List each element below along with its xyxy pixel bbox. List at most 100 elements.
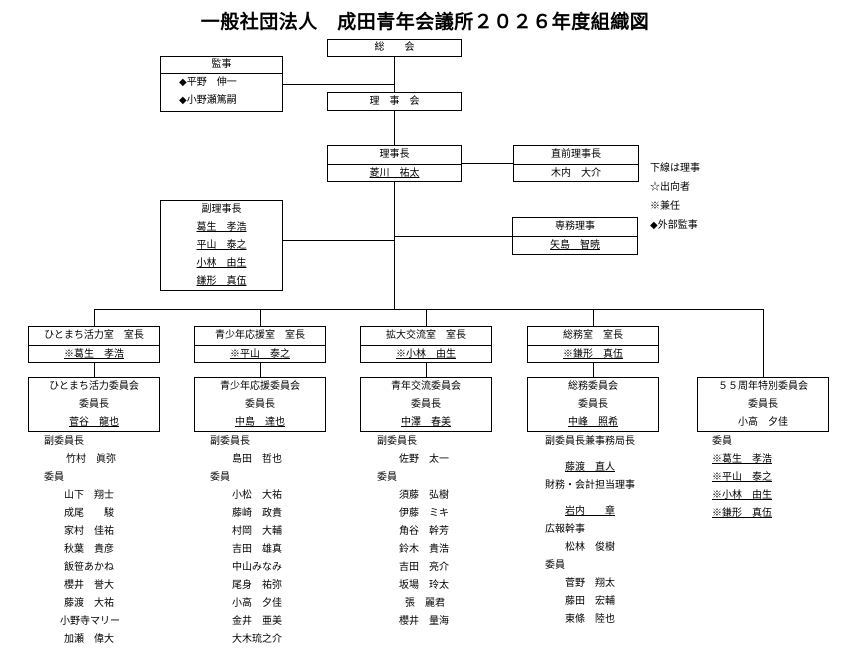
office-title: 拡大交流室 室長 [386,330,466,341]
member-name: 金井 亜美 [232,616,282,627]
office-head: ※平山 泰之 [230,348,290,360]
committee-chair-label: 委員長 [245,399,275,410]
member-name: ※葛生 孝浩 [712,454,772,465]
member-name: 東條 陸也 [565,614,615,625]
member-section-label: 委員 [377,472,397,483]
member-name: 張 麗君 [405,598,445,609]
member-name: 秋葉 貴彦 [64,544,114,555]
president-box: 理事長 菱川 祐太 [327,145,462,182]
legend-item: ※兼任 [650,201,680,212]
member-name: 吉田 雄真 [232,544,282,555]
branch-line-1 [94,309,95,326]
member-section-label: 委員 [44,472,64,483]
committee-chair-label: 委員長 [748,399,778,410]
executive-director-box: 専務理事 矢島 智暁 [512,217,638,255]
past-president-connector-line [462,163,513,164]
committee-chair-label: 委員長 [411,399,441,410]
legend: 下線は理事 ☆出向者 ※兼任 ◆外部監事 [650,164,700,240]
board-box: 理 事 会 [327,92,462,111]
auditor-2: ◆小野瀬篤嗣 [179,95,237,106]
member-name: 菅野 翔太 [565,578,615,589]
member-name: 飯笹あかね [64,562,114,573]
past-president-role: 直前理事長 [551,149,601,160]
vice-presidents-box: 副理事長 葛生 孝浩 平山 泰之 小林 由生 鎌形 真伍 [160,200,283,291]
member-name: 竹村 眞弥 [66,454,116,465]
branch-line-5 [763,309,764,377]
vice-presidents-heading: 副理事長 [201,204,242,215]
committee-chair-name: 菅谷 龍也 [69,416,119,428]
auditors-box: 監事 ◆平野 伸一 ◆小野瀬篤嗣 [160,56,283,112]
committee-box: ５５周年特別委員会 委員長 小高 夕佳 [697,377,829,432]
member-name: 佐野 太一 [399,454,449,465]
member-section-label: 委員 [210,472,230,483]
committee-box: ひとまち活力委員会 委員長 菅谷 龍也 [28,377,160,432]
member-name: 櫻井 誉大 [64,580,114,591]
member-name: 吉田 亮介 [399,562,449,573]
committee-members: 副委員長兼事務局長 藤渡 直人 財務・会計担当理事 岩内 章 広報幹事 松林 俊… [545,437,635,633]
auditor-connector-line [283,84,394,85]
committee-members: 副委員長 島田 哲也 委員 小松 大祐 藤崎 政貴 村岡 大輔 吉田 雄真 中山… [210,437,282,653]
member-section-label: 副委員長兼事務局長 [545,436,635,447]
member-name: 坂場 玲太 [399,580,449,591]
committee-title: 総務委員会 [568,381,618,392]
member-name: 尾身 祐弥 [232,580,282,591]
committee-chair-label: 委員長 [578,399,608,410]
past-president-box: 直前理事長 木内 大介 [513,145,639,182]
committee-chair-name: 中島 達也 [235,416,285,428]
committee-members: 副委員長 佐野 太一 委員 須藤 弘樹 伊藤 ミキ 角谷 幹芳 鈴木 貴浩 吉田… [377,437,449,635]
executive-director-name: 矢島 智暁 [550,240,600,251]
member-name: 松林 俊樹 [565,542,615,553]
committee-chair-name: 中峰 照希 [568,416,618,428]
member-name: 家村 佳祐 [64,526,114,537]
member-name: 櫻井 量海 [399,616,449,627]
member-section-label: 副委員長 [44,436,84,447]
legend-item: ☆出向者 [650,182,690,193]
legend-item: 下線は理事 [650,163,700,174]
committee-chair-label: 委員長 [79,399,109,410]
vice-president-name: 鎌形 真伍 [196,275,247,287]
member-name: 中山みなみ [232,562,282,573]
member-name: 角谷 幹芳 [399,526,449,537]
member-name: ※平山 泰之 [712,472,772,483]
committee-title: ひとまち活力委員会 [49,381,139,392]
member-name: 島田 哲也 [232,454,282,465]
member-section-label: 委員 [712,436,732,447]
member-name: 小野寺マリー [60,616,120,627]
member-section-label: 副委員長 [210,436,250,447]
office-box: 総務室 室長 ※鎌形 真伍 [527,326,659,363]
member-name: 成尾 駿 [64,508,114,519]
member-section-label: 財務・会計担当理事 [545,480,635,491]
board-label: 理 事 会 [369,95,420,107]
auditor-1: ◆平野 伸一 [179,77,237,88]
office-committee-link-2 [260,363,261,377]
member-name: 加瀬 偉大 [64,634,114,645]
committee-box: 総務委員会 委員長 中峰 照希 [527,377,659,432]
office-box: 拡大交流室 室長 ※小林 由生 [360,326,492,363]
member-name: ※小林 由生 [712,490,772,501]
committee-chair-name: 小高 夕佳 [738,416,788,428]
member-section-label: 委員 [545,560,565,571]
committee-title: 青年交流委員会 [391,381,461,392]
office-box: ひとまち活力室 室長 ※葛生 孝浩 [28,326,160,363]
committee-box: 青少年応援委員会 委員長 中島 達也 [194,377,326,432]
office-title: 総務室 室長 [563,330,623,341]
member-name: 鈴木 貴浩 [399,544,449,555]
horizontal-bus-line [94,309,763,310]
branch-line-2 [260,309,261,326]
vice-president-name: 葛生 孝浩 [196,222,247,233]
committee-chair-name: 中澤 春美 [401,416,451,428]
member-name: 藤田 宏輔 [565,596,615,607]
office-head: ※葛生 孝浩 [64,348,124,360]
member-name: 藤渡 直人 [565,462,615,473]
member-name: 山下 翔士 [64,490,114,501]
member-name: 村岡 大輔 [232,526,282,537]
vice-president-name: 平山 泰之 [196,240,247,251]
office-box: 青少年応援室 室長 ※平山 泰之 [194,326,326,363]
branch-line-3 [426,309,427,326]
committee-members: 委員 ※葛生 孝浩 ※平山 泰之 ※小林 由生 ※鎌形 真伍 [712,437,772,527]
member-name: ※鎌形 真伍 [712,508,772,519]
member-name: 小高 夕佳 [232,598,282,609]
committee-title: ５５周年特別委員会 [718,381,808,392]
committee-members: 副委員長 竹村 眞弥 委員 山下 翔士 成尾 駿 家村 佳祐 秋葉 貴彦 飯笹あ… [44,437,120,653]
member-section-label: 副委員長 [377,436,417,447]
